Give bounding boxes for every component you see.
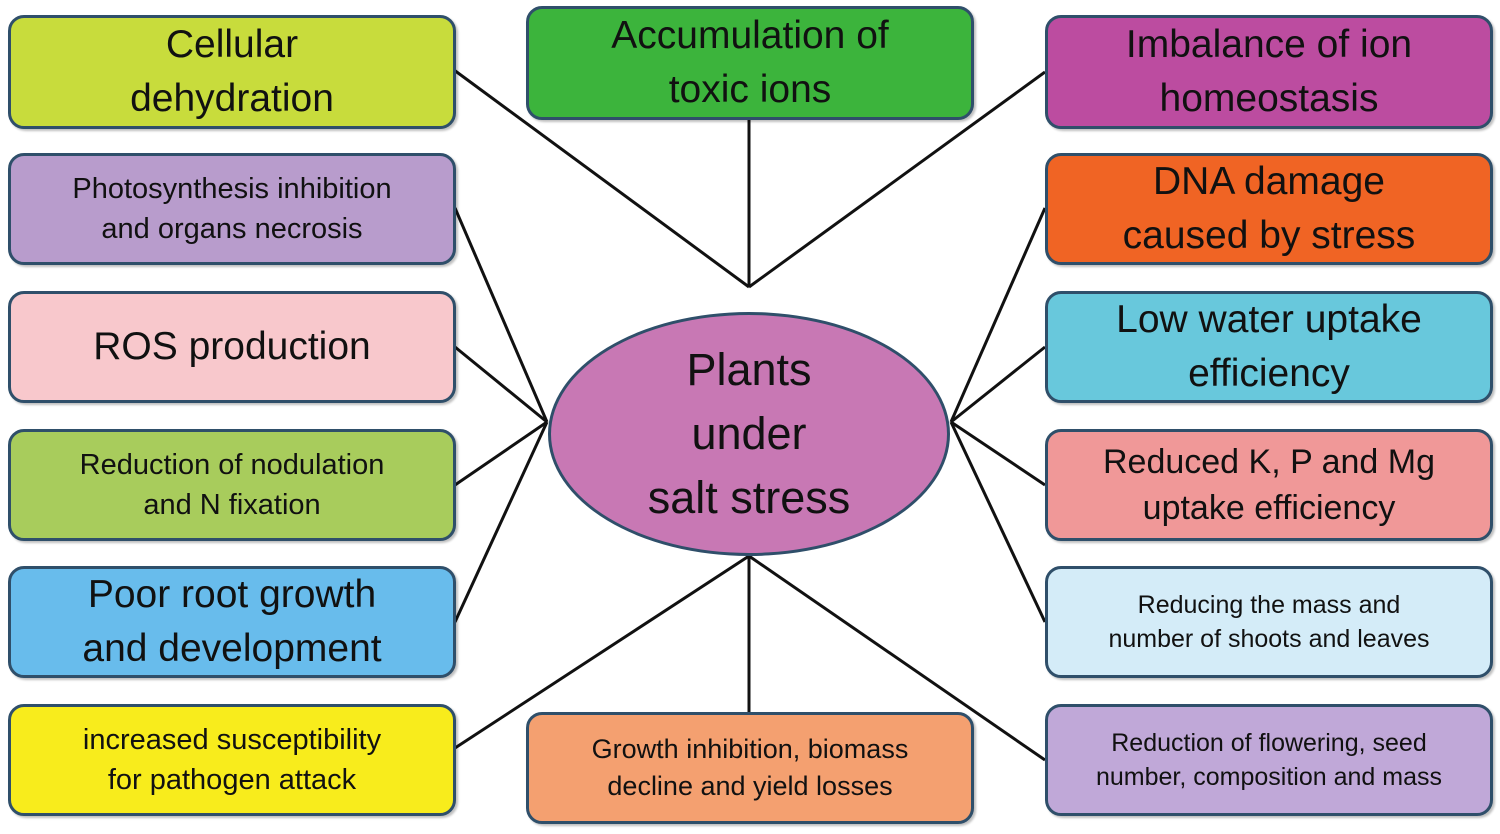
box-label: Low water uptake efficiency	[1116, 298, 1422, 395]
box-low-water-uptake: Low water uptake efficiency	[1045, 291, 1493, 403]
box-label: DNA damage caused by stress	[1122, 160, 1416, 257]
box-label: Poor root growth and development	[82, 573, 382, 670]
connector-line	[748, 70, 1046, 289]
connector-line	[453, 421, 549, 623]
box-imbalance-ion-homeostasis: Imbalance of ion homeostasis	[1045, 15, 1493, 129]
box-cellular-dehydration: Cellular dehydration	[8, 15, 456, 129]
box-dna-damage: DNA damage caused by stress	[1045, 153, 1493, 265]
connector-line	[453, 207, 549, 423]
connector-line	[453, 68, 750, 289]
box-label: Imbalance of ion homeostasis	[1125, 23, 1413, 120]
box-reduction-flowering: Reduction of flowering, seed number, com…	[1045, 704, 1493, 816]
box-reduced-kpmg: Reduced K, P and Mg uptake efficiency	[1045, 429, 1493, 541]
box-label: increased susceptibility for pathogen at…	[82, 723, 382, 796]
box-label: Reduced K, P and Mg uptake efficiency	[1102, 442, 1436, 527]
box-label: Growth inhibition, biomass decline and y…	[591, 734, 909, 801]
box-reducing-mass-shoots: Reducing the mass and number of shoots a…	[1045, 566, 1493, 678]
box-label: Accumulation of toxic ions	[611, 14, 889, 111]
connector-line	[949, 421, 1047, 623]
box-label: Reduction of flowering, seed number, com…	[1095, 728, 1442, 792]
center-label: Plants under salt stress	[647, 344, 851, 523]
box-ros-production: ROS production	[8, 291, 456, 403]
box-growth-inhibition: Growth inhibition, biomass decline and y…	[526, 712, 974, 824]
connector-line	[454, 554, 750, 750]
center-ellipse: Plants under salt stress	[548, 312, 950, 556]
box-label: Reduction of nodulation and N fixation	[79, 448, 385, 521]
box-poor-root-growth: Poor root growth and development	[8, 566, 456, 678]
box-photosynthesis-inhibition: Photosynthesis inhibition and organs nec…	[8, 153, 456, 265]
box-label: Reducing the mass and number of shoots a…	[1108, 590, 1430, 654]
box-reduction-nodulation: Reduction of nodulation and N fixation	[8, 429, 456, 541]
connector-line	[950, 420, 1046, 487]
connector-line	[950, 345, 1046, 424]
connector-line	[949, 207, 1047, 423]
box-pathogen-susceptibility: increased susceptibility for pathogen at…	[8, 704, 456, 816]
box-label: Cellular dehydration	[130, 23, 334, 120]
connector-line	[748, 554, 1046, 762]
box-label: ROS production	[93, 325, 371, 369]
connector-line	[454, 420, 548, 487]
box-accumulation-toxic-ions: Accumulation of toxic ions	[526, 6, 974, 120]
connector-line	[454, 345, 548, 424]
box-label: Photosynthesis inhibition and organs nec…	[72, 172, 392, 245]
